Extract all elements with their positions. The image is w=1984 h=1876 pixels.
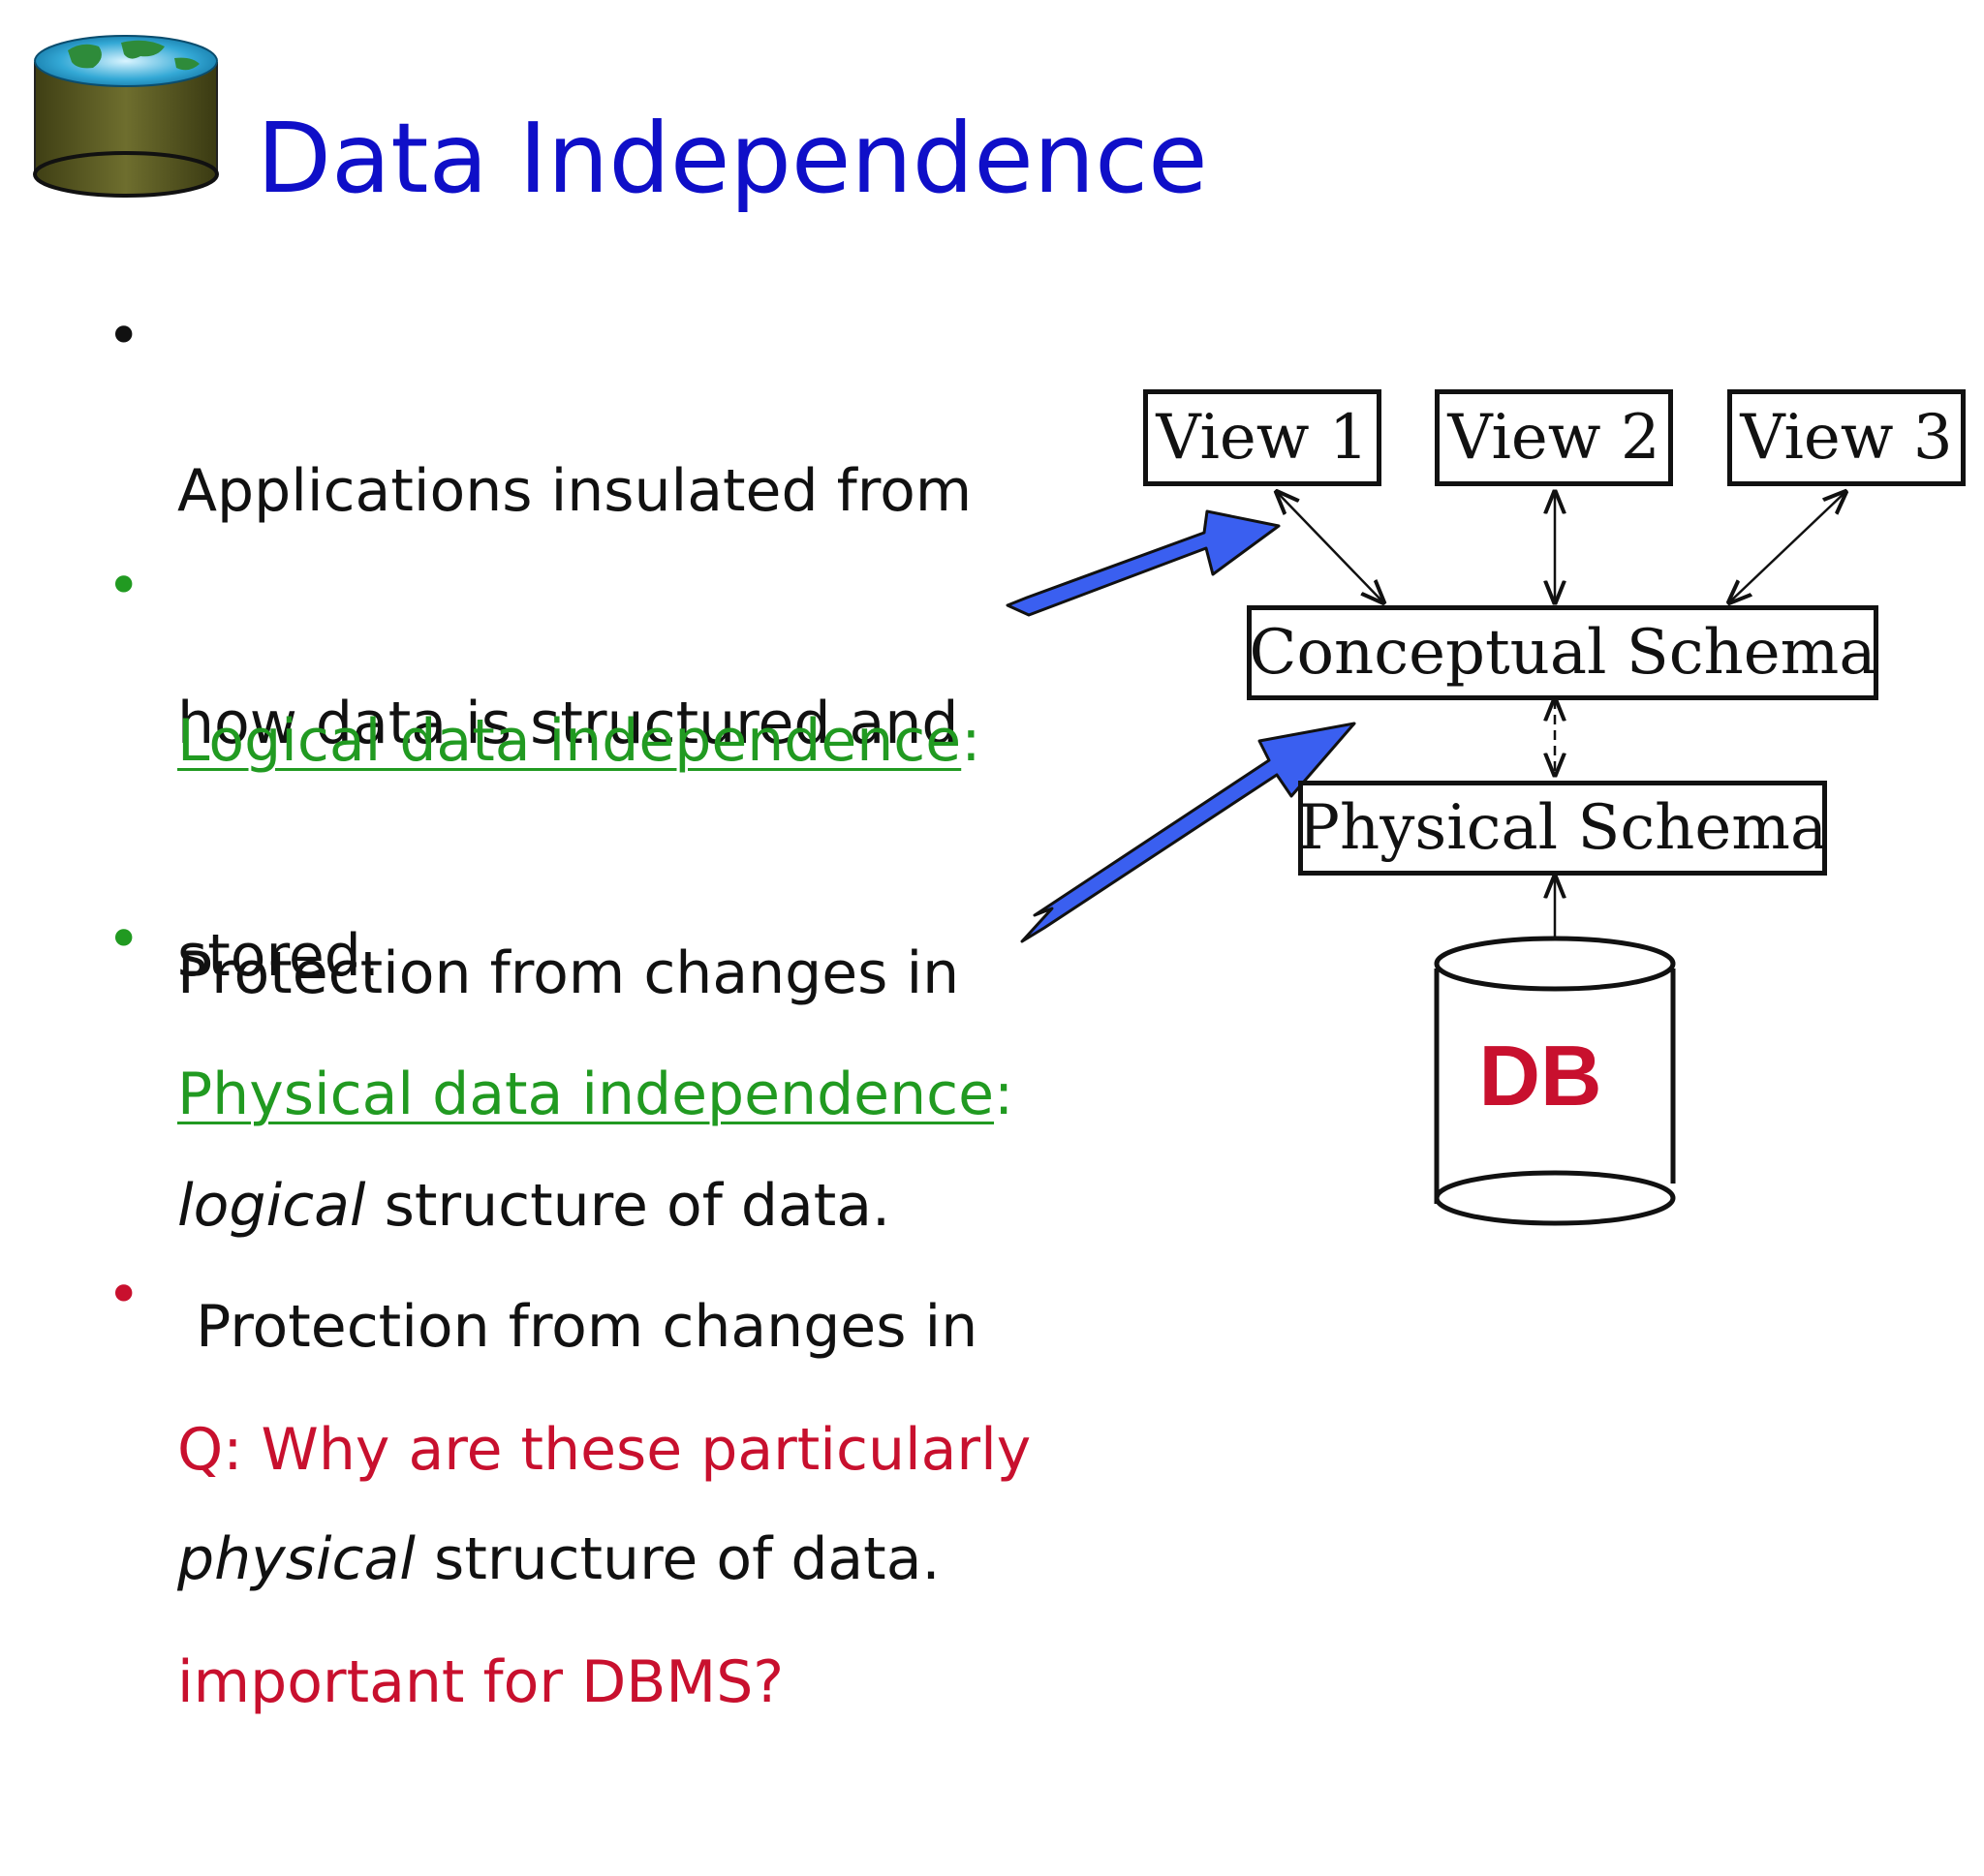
globe-database-icon xyxy=(33,35,219,198)
conceptual-schema-box: Conceptual Schema xyxy=(1247,605,1878,700)
emphasis-word: logical xyxy=(177,1172,366,1240)
diagram-connectors xyxy=(1006,0,1984,1226)
bullet-line: Protection from changes in xyxy=(177,1293,978,1361)
database-cylinder xyxy=(1434,936,1676,1226)
bullet-line: Protection from changes in xyxy=(177,939,960,1007)
bullet-dot: • xyxy=(107,302,141,370)
bullet-line: stored. xyxy=(177,922,380,990)
view3-connector xyxy=(1729,492,1845,602)
view-3-box: View 3 xyxy=(1727,389,1966,486)
view-1-box: View 1 xyxy=(1143,389,1381,486)
physical-independence-link[interactable]: Physical data independence xyxy=(177,1061,995,1128)
view-1-label: View 1 xyxy=(1156,402,1369,474)
physical-callout-arrow xyxy=(1020,722,1356,943)
view-2-box: View 2 xyxy=(1435,389,1673,486)
colon: : xyxy=(961,707,981,775)
bullet-line: Applications insulated from xyxy=(177,457,973,525)
bullet-line: how data is structured and xyxy=(177,690,959,757)
logical-callout-arrow xyxy=(1006,509,1281,617)
conceptual-schema-label: Conceptual Schema xyxy=(1249,617,1876,689)
bullet-dot: • xyxy=(107,1261,141,1329)
bullet-dot: • xyxy=(107,552,141,620)
bullet-line-rest: structure of data. xyxy=(365,1172,891,1240)
bullet-line: Q: Why are these particularly xyxy=(177,1416,1032,1484)
bullet-line: important for DBMS? xyxy=(177,1648,785,1716)
physical-schema-label: Physical Schema xyxy=(1297,792,1828,864)
page-title: Data Independence xyxy=(257,102,1208,215)
logical-independence-link[interactable]: Logical data independence xyxy=(177,707,962,775)
db-label: DB xyxy=(1478,1028,1602,1123)
physical-schema-box: Physical Schema xyxy=(1298,781,1827,876)
colon: : xyxy=(994,1061,1014,1128)
view1-connector xyxy=(1277,492,1383,602)
bullet-dot: • xyxy=(107,906,141,973)
view-2-label: View 2 xyxy=(1447,402,1660,474)
view-3-label: View 3 xyxy=(1740,402,1953,474)
